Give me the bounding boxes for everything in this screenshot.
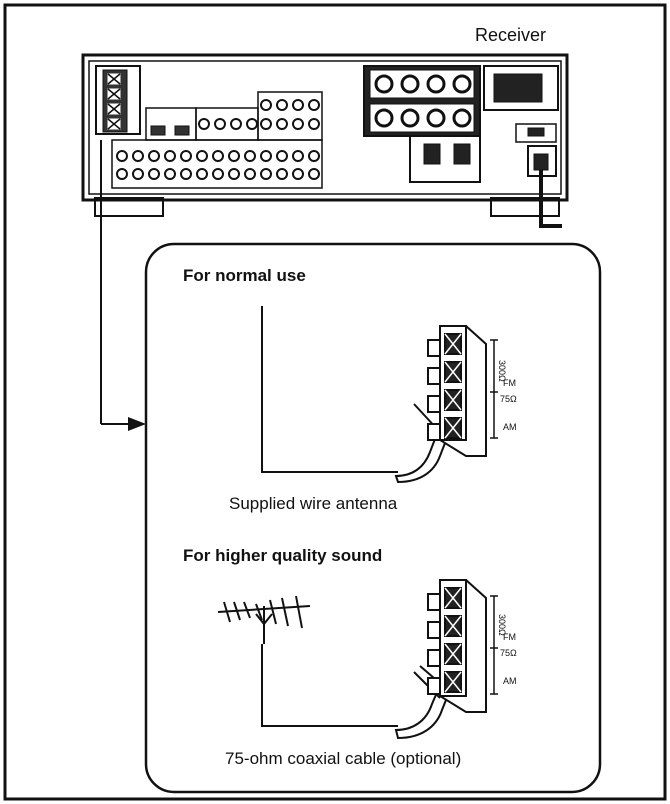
outer-frame (3, 3, 667, 801)
svg-text:FM: FM (503, 632, 516, 642)
antenna-terminal-block-1 (427, 325, 498, 457)
svg-text:AM: AM (503, 422, 517, 432)
antenna-terminal-block-2 (427, 579, 498, 713)
receiver-label: Receiver (475, 25, 546, 45)
svg-text:75Ω: 75Ω (500, 648, 517, 658)
svg-text:FM: FM (503, 378, 516, 388)
rca-jack-panel (111, 139, 323, 189)
svg-text:300Ω: 300Ω (497, 360, 507, 382)
connection-line (100, 140, 128, 425)
receiver-back-panel (81, 53, 569, 217)
outdoor-antenna-icon (217, 595, 311, 644)
higher-quality-heading: For higher quality sound (183, 546, 382, 565)
terminal-marks-2: 300Ω FM 75Ω AM (497, 614, 517, 686)
arrow-head (128, 417, 146, 431)
wire-antenna (261, 306, 398, 473)
normal-use-heading: For normal use (183, 266, 306, 285)
svg-text:300Ω: 300Ω (497, 614, 507, 636)
terminal-marks-1: 300Ω FM 75Ω AM (497, 360, 517, 432)
rca-jacks (116, 99, 320, 180)
svg-text:AM: AM (503, 676, 517, 686)
inset-box (144, 242, 602, 794)
speaker-terminals (363, 65, 481, 183)
coax-caption: 75-ohm coaxial cable (optional) (225, 749, 461, 768)
receiver-antenna-terminal (95, 65, 141, 135)
coaxial-cable (261, 644, 398, 727)
ac-panel (483, 65, 562, 228)
svg-text:75Ω: 75Ω (500, 394, 517, 404)
wire-antenna-caption: Supplied wire antenna (229, 494, 398, 513)
